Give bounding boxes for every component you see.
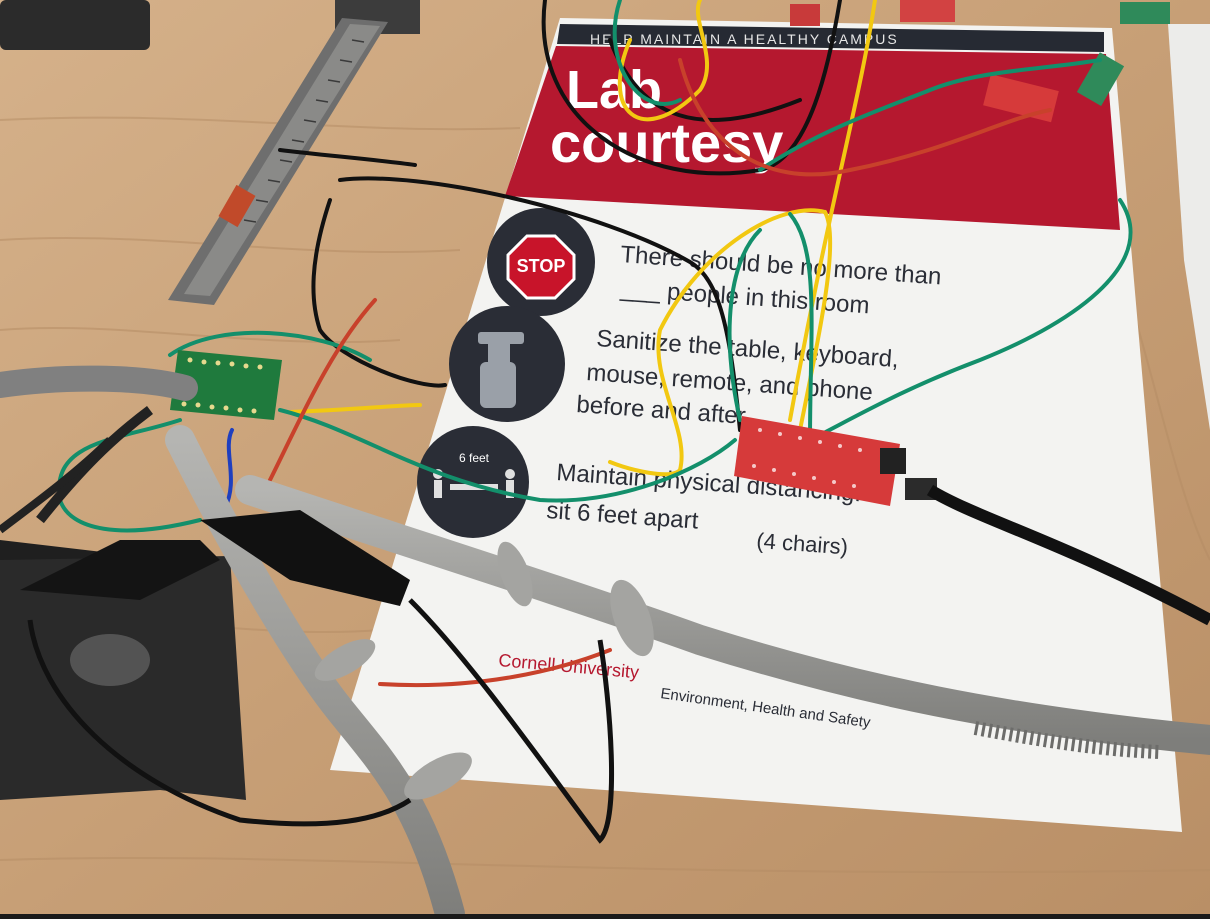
poster-title-line2: courtesy — [550, 111, 783, 174]
stop-sign-label: STOP — [517, 256, 566, 276]
microcontroller-board — [734, 416, 937, 506]
dark-object-top-left — [0, 0, 150, 50]
wires — [57, 0, 1133, 688]
poster-header-text: HELP MAINTAIN A HEALTHY CAMPUS — [590, 31, 899, 47]
probe-ground-lead-2 — [408, 598, 615, 844]
sensor-board-green — [1076, 52, 1125, 107]
sensor-board-red — [983, 74, 1059, 123]
poster-title-line1: Lab — [566, 60, 662, 120]
spray-bottle-icon — [478, 332, 524, 408]
second-sheet-right — [1168, 24, 1210, 430]
distance-icon-circle — [417, 426, 529, 538]
alligator-clips — [20, 510, 410, 606]
small-board-top-right — [1120, 2, 1170, 24]
usb-cable — [926, 484, 1210, 626]
small-board-top-2 — [900, 0, 955, 22]
helping-hands — [0, 365, 246, 800]
probe-ground-lead — [27, 619, 412, 827]
stop-sign-icon — [506, 234, 576, 300]
poster-header-strip — [557, 24, 1104, 52]
small-board-top-1 — [790, 4, 820, 26]
caliper — [168, 18, 388, 305]
breakout-board — [170, 350, 282, 420]
distance-icon-label: 6 feet — [459, 451, 490, 465]
